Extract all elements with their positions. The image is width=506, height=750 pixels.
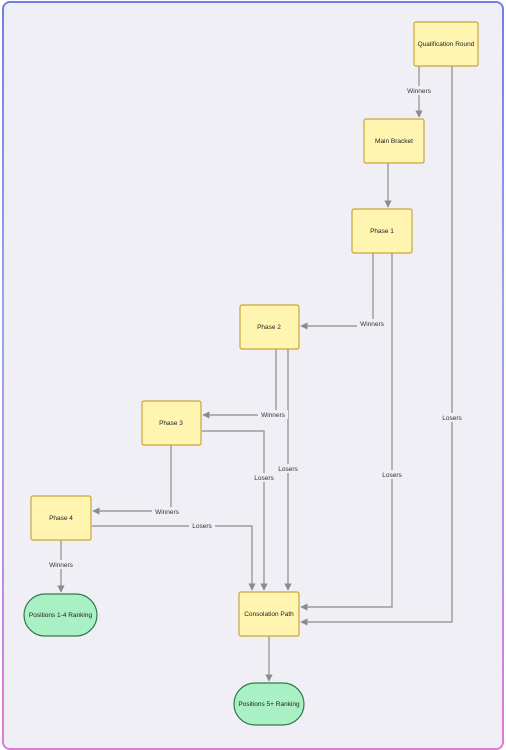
label-qualification-losers: Losers: [442, 415, 462, 422]
label-phase1-losers: Losers: [382, 472, 402, 479]
label-phase1-winners: Winners: [360, 321, 385, 328]
label-phase2-losers: Losers: [278, 466, 298, 473]
edge-labels: Winners Winners Losers Losers Winners Lo…: [46, 86, 466, 569]
node-positions-5-plus-ranking[interactable]: Positions 5+ Ranking: [233, 682, 305, 726]
edge-phase3-winners: [92, 445, 172, 515]
edge-phase2-winners: [202, 349, 277, 419]
label-phase2-winners: Winners: [261, 412, 286, 419]
node-phase-2[interactable]: Phase 2: [239, 304, 300, 350]
node-positions-1-4-ranking-label: Positions 1-4 Ranking: [29, 612, 93, 619]
node-consolation-path[interactable]: Consolation Path: [238, 591, 300, 637]
node-consolation-path-label: Consolation Path: [244, 611, 294, 618]
node-positions-5-plus-ranking-label: Positions 5+ Ranking: [238, 701, 300, 708]
node-phase-3[interactable]: Phase 3: [141, 400, 202, 446]
node-main-bracket[interactable]: Main Bracket: [363, 118, 425, 164]
node-qualification-round-label: Qualification Round: [418, 41, 475, 48]
edge-phase1-losers: [300, 253, 393, 611]
edge-phase3-losers: [202, 430, 268, 591]
label-phase4-winners: Winners: [49, 562, 74, 569]
label-phase3-winners: Winners: [155, 509, 180, 516]
node-phase-1[interactable]: Phase 1: [351, 208, 413, 254]
node-phase-4[interactable]: Phase 4: [30, 495, 92, 541]
label-qual-to-main: Winners: [407, 88, 432, 95]
edge-qualification-losers: [300, 66, 453, 626]
node-phase-4-label: Phase 4: [49, 515, 73, 522]
node-qualification-round[interactable]: Qualification Round: [413, 21, 479, 67]
node-positions-1-4-ranking[interactable]: Positions 1-4 Ranking: [23, 593, 98, 637]
node-main-bracket-label: Main Bracket: [375, 138, 413, 145]
label-phase3-losers: Losers: [254, 475, 274, 482]
edge-phase4-losers: [92, 525, 256, 591]
label-phase4-losers: Losers: [192, 523, 212, 530]
node-phase-2-label: Phase 2: [257, 324, 281, 331]
node-phase-3-label: Phase 3: [159, 420, 183, 427]
node-phase-1-label: Phase 1: [370, 228, 394, 235]
edge-phase1-winners: [300, 253, 374, 330]
